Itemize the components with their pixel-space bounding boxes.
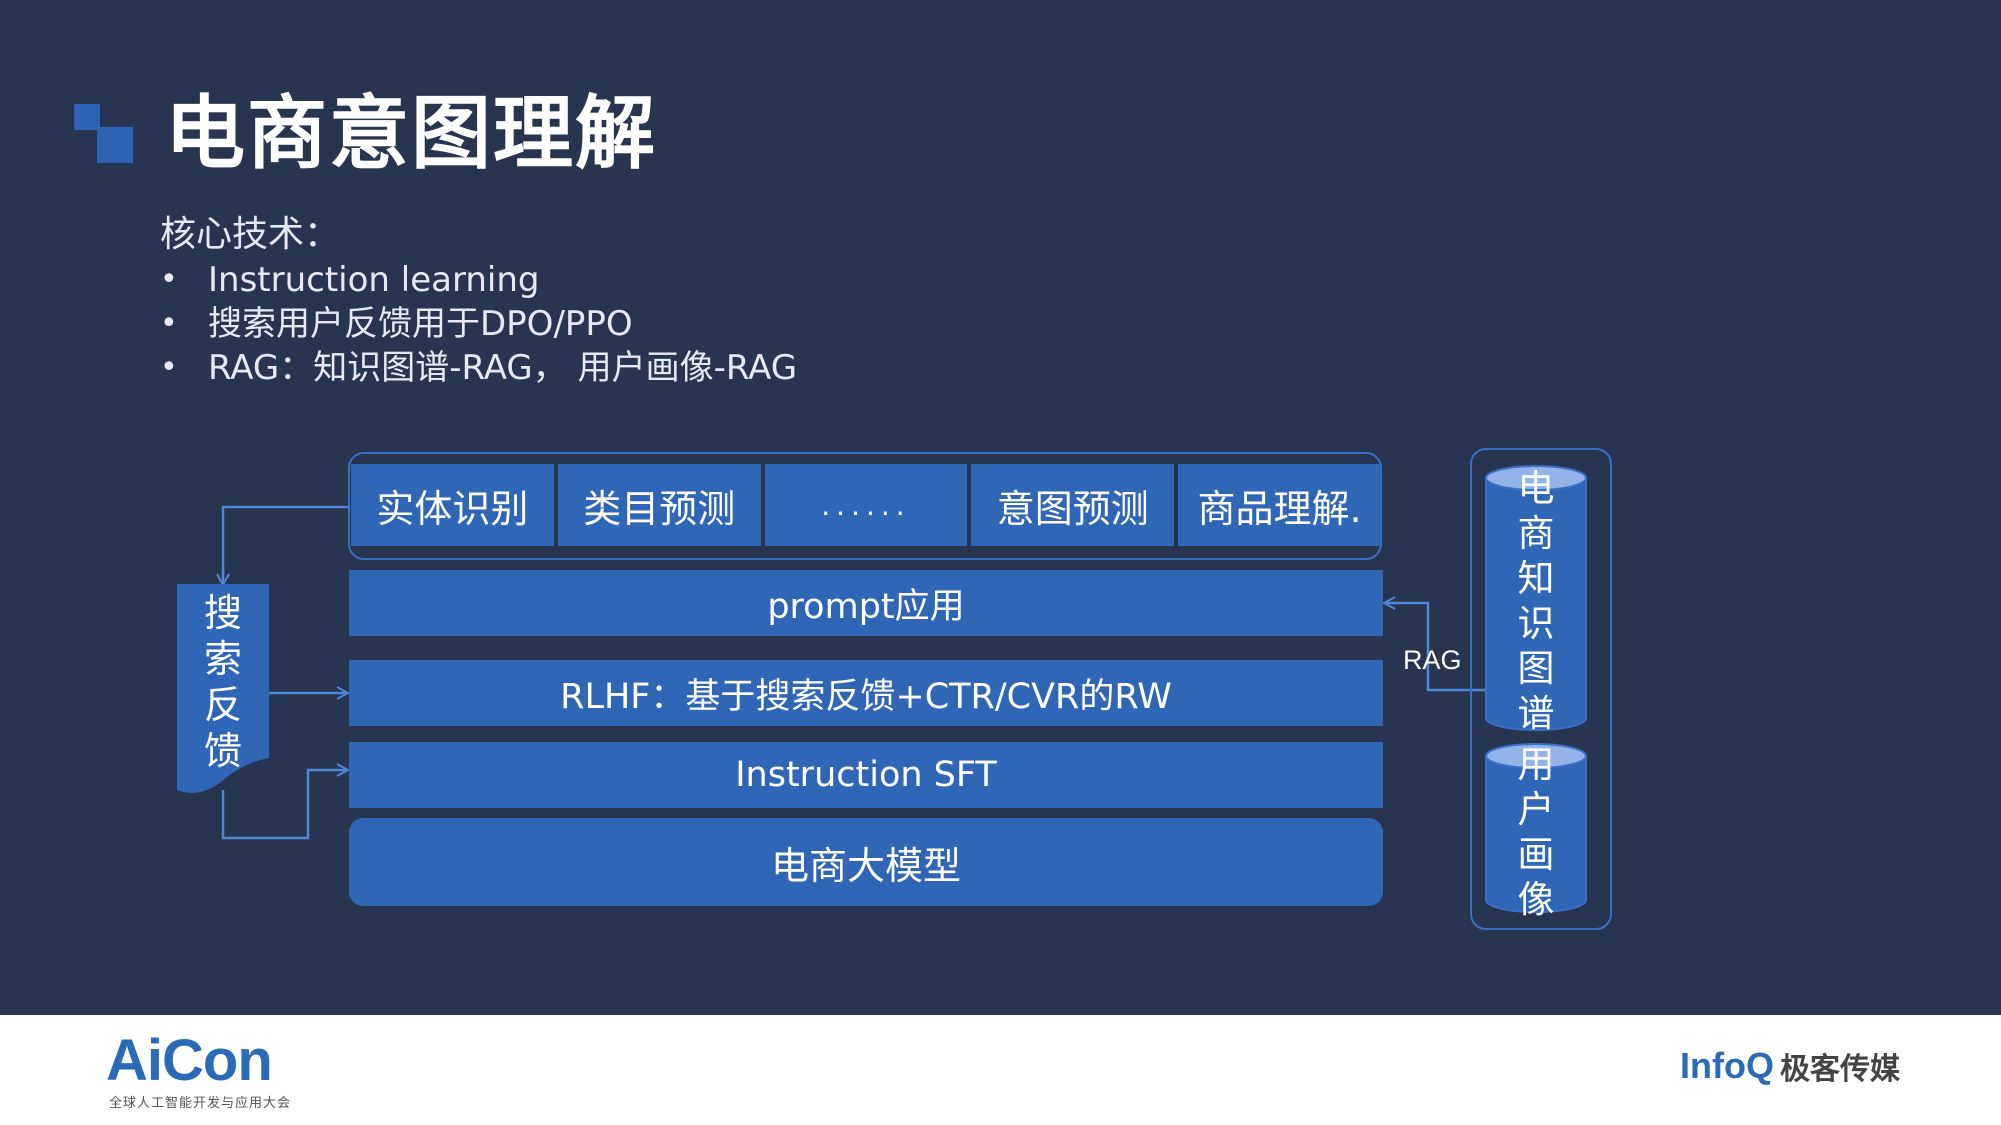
subtitle: 核心技术： — [160, 214, 341, 255]
feedback-char: 馈 — [203, 729, 242, 773]
task-category-prediction: 类目预测 — [557, 464, 761, 546]
user-profile-label: 用 户 画 像 — [1484, 742, 1588, 922]
layer-rlhf: RLHF：基于搜索反馈+CTR/CVR的RW — [349, 660, 1383, 726]
kg-char: 图 — [1517, 647, 1555, 690]
title-square-large — [97, 127, 133, 163]
layer-sft: Instruction SFT — [349, 742, 1383, 808]
knowledge-graph-label: 电 商 知 识 图 谱 — [1484, 466, 1588, 736]
user-profile-cylinder: 用 户 画 像 — [1484, 742, 1588, 921]
bullet-item: 搜索用户反馈用于DPO/PPO — [160, 302, 797, 346]
feedback-char: 搜 — [203, 591, 242, 635]
kg-char: 电 — [1517, 467, 1555, 510]
profile-char: 户 — [1517, 788, 1555, 831]
cylinder-shape — [1485, 465, 1587, 731]
title-square-small — [74, 104, 100, 130]
aicon-logo-subtitle: 全球人工智能开发与应用大会 — [109, 1096, 292, 1111]
rag-label: RAG — [1403, 645, 1462, 675]
arrow-tasks-to-feedback — [223, 505, 349, 584]
kg-char: 知 — [1517, 557, 1555, 600]
task-intent-prediction: 意图预测 — [971, 464, 1175, 546]
task-entity-recognition: 实体识别 — [351, 464, 554, 546]
task-ellipsis: ...... — [764, 464, 968, 546]
bullet-item: Instruction learning — [160, 258, 797, 302]
arrow-rag-to-prompt — [1385, 603, 1487, 692]
feedback-label: 搜 索 反 馈 — [177, 590, 269, 774]
infoq-logo-name: InfoQ — [1680, 1045, 1774, 1086]
kg-char: 识 — [1517, 602, 1555, 645]
footer — [0, 1015, 2001, 1125]
arrow-feedback-to-sft — [221, 770, 347, 840]
task-row: 实体识别 类目预测 ...... 意图预测 商品理解. — [351, 464, 1381, 546]
cylinder-shape — [1485, 743, 1587, 913]
task-product-understanding: 商品理解. — [1178, 464, 1381, 546]
bullet-item: RAG：知识图谱-RAG， 用户画像-RAG — [160, 346, 797, 390]
feedback-char: 索 — [203, 637, 242, 681]
profile-char: 用 — [1517, 743, 1555, 786]
knowledge-graph-cylinder: 电 商 知 识 图 谱 — [1484, 464, 1588, 735]
slide: 电商意图理解 核心技术： Instruction learning 搜索用户反馈… — [0, 0, 2001, 1015]
layer-model: 电商大模型 — [349, 818, 1383, 906]
kg-char: 商 — [1517, 512, 1555, 555]
profile-char: 像 — [1517, 878, 1555, 921]
layer-prompt: prompt应用 — [349, 570, 1383, 636]
infoq-logo-cn: 极客传媒 — [1779, 1052, 1900, 1087]
kg-char: 谱 — [1517, 692, 1555, 735]
feedback-shape — [177, 584, 269, 793]
knowledge-base-frame — [1470, 448, 1612, 930]
page-title: 电商意图理解 — [165, 87, 657, 180]
feedback-char: 反 — [203, 683, 242, 727]
bullet-list: Instruction learning 搜索用户反馈用于DPO/PPO RAG… — [160, 258, 797, 390]
aicon-logo-name: AiCon — [106, 1028, 273, 1093]
connector-arrows — [0, 505, 1487, 840]
search-feedback-box: 搜 索 反 馈 — [177, 584, 269, 794]
profile-char: 画 — [1517, 833, 1555, 876]
